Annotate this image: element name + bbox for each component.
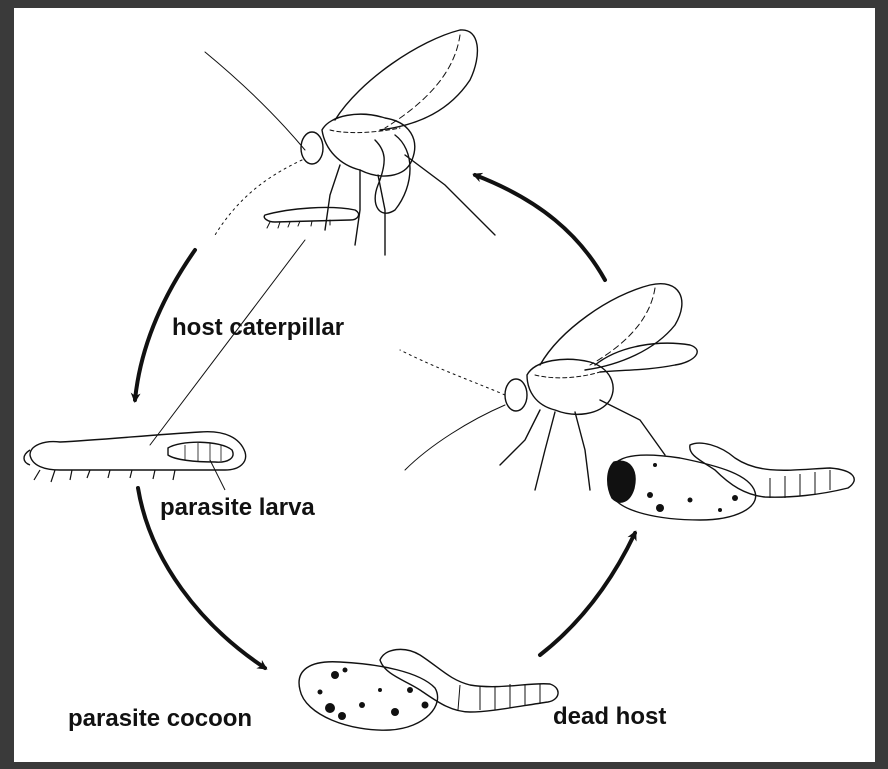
host-caterpillar-figure [24,432,246,490]
parasite-larva-figure [168,442,233,462]
arrow-dead-host-to-adult [540,533,635,655]
label-parasite-cocoon: parasite cocoon [68,707,252,731]
label-host-caterpillar: host caterpillar [172,316,344,340]
adult-wasp-emerging [400,284,697,490]
dead-host-figure [380,649,558,712]
parasite-cocoon-figure [299,662,438,730]
label-dead-host: dead host [553,705,666,729]
label-parasite-larva: parasite larva [160,496,315,520]
adult-wasp-ovipositing [150,30,495,445]
arrow-adult-to-top [475,175,605,280]
dead-host-with-exit-hole-figure [608,443,855,520]
